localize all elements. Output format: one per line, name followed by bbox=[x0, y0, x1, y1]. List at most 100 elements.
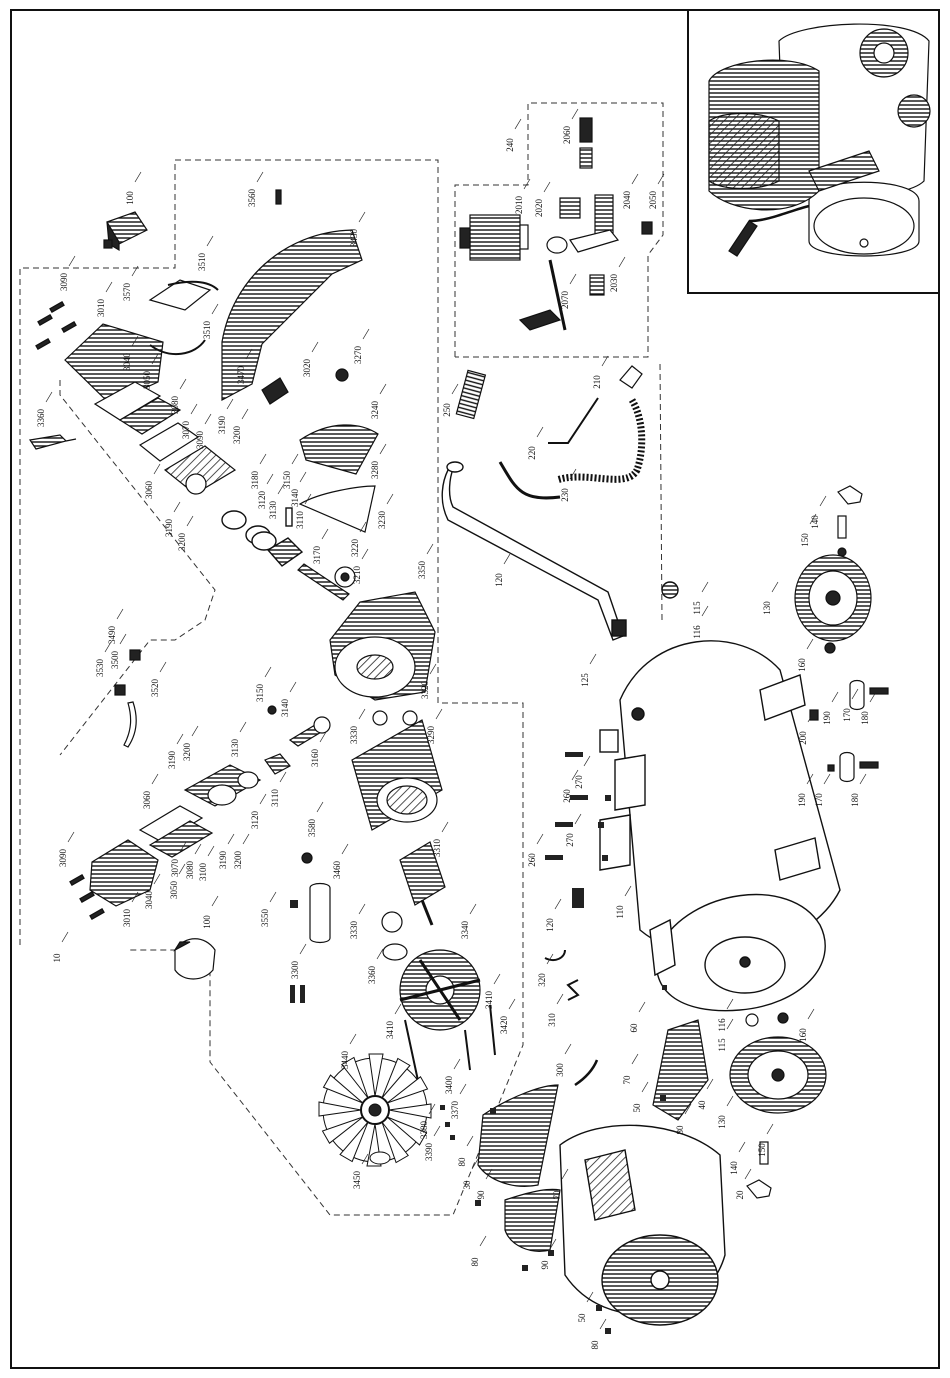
leader-line bbox=[831, 691, 839, 703]
filter-housing-top bbox=[103, 211, 148, 252]
fan-blade bbox=[388, 1103, 432, 1119]
leader-line bbox=[269, 891, 277, 903]
part-callout-3510: 3510 bbox=[202, 321, 212, 340]
leader-line bbox=[726, 1095, 734, 1107]
shroud-screws bbox=[475, 985, 667, 1334]
part-callout-3120: 3120 bbox=[257, 491, 267, 510]
leader-line bbox=[823, 773, 831, 785]
leader-line bbox=[191, 725, 199, 737]
leader-line bbox=[806, 638, 814, 650]
leader-line bbox=[433, 1125, 441, 1137]
part-callout-3420: 3420 bbox=[499, 1016, 509, 1035]
leader-line bbox=[361, 548, 369, 560]
part-callout-3460: 3460 bbox=[332, 861, 342, 880]
small-hardware bbox=[290, 900, 455, 1140]
part-callout-130: 130 bbox=[762, 601, 772, 615]
leader-line bbox=[45, 391, 53, 403]
part-callout-2050: 2050 bbox=[648, 191, 658, 210]
leader-line bbox=[151, 353, 159, 365]
leader-line bbox=[153, 873, 161, 885]
leader-line bbox=[514, 118, 522, 130]
connecting-rod-top bbox=[297, 563, 356, 601]
part-callout-100: 100 bbox=[125, 191, 135, 205]
part-callout-80: 80 bbox=[675, 1125, 685, 1135]
valve-plate-top bbox=[93, 381, 237, 495]
pressure-switch bbox=[459, 214, 529, 261]
motor-stator bbox=[351, 710, 443, 831]
part-callout-310: 310 bbox=[547, 1013, 557, 1027]
leader-line bbox=[277, 483, 285, 495]
part-callout-3330: 3330 bbox=[349, 921, 359, 940]
leader-line bbox=[485, 1168, 493, 1180]
leader-line bbox=[771, 581, 779, 593]
leader-line bbox=[259, 453, 267, 465]
part-callout-3110: 3110 bbox=[295, 511, 305, 529]
part-callout-3190: 3190 bbox=[218, 851, 228, 870]
part-callout-116: 116 bbox=[717, 1018, 727, 1032]
fan-blade bbox=[368, 1053, 384, 1097]
leader-line bbox=[819, 495, 827, 507]
part-callout-3010: 3010 bbox=[96, 299, 106, 318]
leader-line bbox=[242, 833, 250, 845]
part-callout-3450: 3450 bbox=[352, 1171, 362, 1190]
intake-pipe bbox=[114, 649, 141, 748]
fan-blade bbox=[381, 1121, 409, 1164]
cooling-fan bbox=[318, 1053, 432, 1167]
part-callout-320: 320 bbox=[537, 973, 547, 987]
part-callout-3280: 3280 bbox=[370, 461, 380, 480]
leader-line bbox=[618, 256, 626, 268]
leader-line bbox=[211, 895, 219, 907]
leader-line bbox=[179, 841, 187, 853]
leader-line bbox=[304, 493, 312, 505]
crankcase bbox=[329, 591, 436, 701]
part-callout-2010: 2010 bbox=[514, 196, 524, 215]
leader-line bbox=[571, 108, 579, 120]
part-callout-3010: 3010 bbox=[122, 909, 132, 928]
leader-line bbox=[379, 443, 387, 455]
part-callout-3070: 3070 bbox=[170, 859, 180, 878]
leader-line bbox=[554, 898, 562, 910]
leader-line bbox=[807, 1008, 815, 1020]
part-callout-110: 110 bbox=[615, 905, 625, 919]
leader-line bbox=[589, 653, 597, 665]
part-callout-3090: 3090 bbox=[58, 849, 68, 868]
leader-line bbox=[701, 605, 709, 617]
leader-line bbox=[311, 341, 319, 353]
part-callout-3200: 3200 bbox=[232, 426, 242, 445]
part-callout-40: 40 bbox=[697, 1100, 707, 1110]
leader-line bbox=[116, 608, 124, 620]
leader-line bbox=[264, 666, 272, 678]
wheel-lower bbox=[729, 1012, 827, 1199]
leader-line bbox=[376, 948, 384, 960]
part-callout-250: 250 bbox=[442, 403, 452, 417]
part-callout-50: 50 bbox=[632, 1103, 642, 1113]
leader-line bbox=[586, 1291, 594, 1303]
leader-line bbox=[358, 903, 366, 915]
part-callout-60: 60 bbox=[629, 1023, 639, 1033]
part-callout-3570: 3570 bbox=[122, 283, 132, 302]
part-callout-3140: 3140 bbox=[280, 699, 290, 718]
part-callout-160: 160 bbox=[798, 1028, 808, 1042]
part-callout-3200: 3200 bbox=[233, 851, 243, 870]
leader-line bbox=[104, 641, 112, 653]
leader-line bbox=[194, 843, 202, 855]
part-callout-120: 120 bbox=[545, 918, 555, 932]
part-callout-80: 80 bbox=[470, 1257, 480, 1267]
part-callout-3500: 3500 bbox=[110, 651, 120, 670]
leader-line bbox=[379, 383, 387, 395]
part-callout-3510: 3510 bbox=[197, 253, 207, 272]
part-callout-3090: 3090 bbox=[59, 273, 69, 292]
part-callout-270: 270 bbox=[565, 833, 575, 847]
part-callout-3400: 3400 bbox=[444, 1076, 454, 1095]
part-callout-125: 125 bbox=[580, 673, 590, 687]
part-callout-3380: 3380 bbox=[419, 1121, 429, 1140]
part-callout-115: 115 bbox=[692, 601, 702, 615]
leader-line bbox=[211, 303, 219, 315]
leader-line bbox=[569, 468, 577, 480]
part-callout-170: 170 bbox=[842, 708, 852, 722]
leader-line bbox=[706, 1078, 714, 1090]
part-callout-130: 130 bbox=[717, 1115, 727, 1129]
part-callout-3190: 3190 bbox=[167, 751, 177, 770]
leader-line bbox=[806, 773, 814, 785]
part-callout-3200: 3200 bbox=[182, 743, 192, 762]
